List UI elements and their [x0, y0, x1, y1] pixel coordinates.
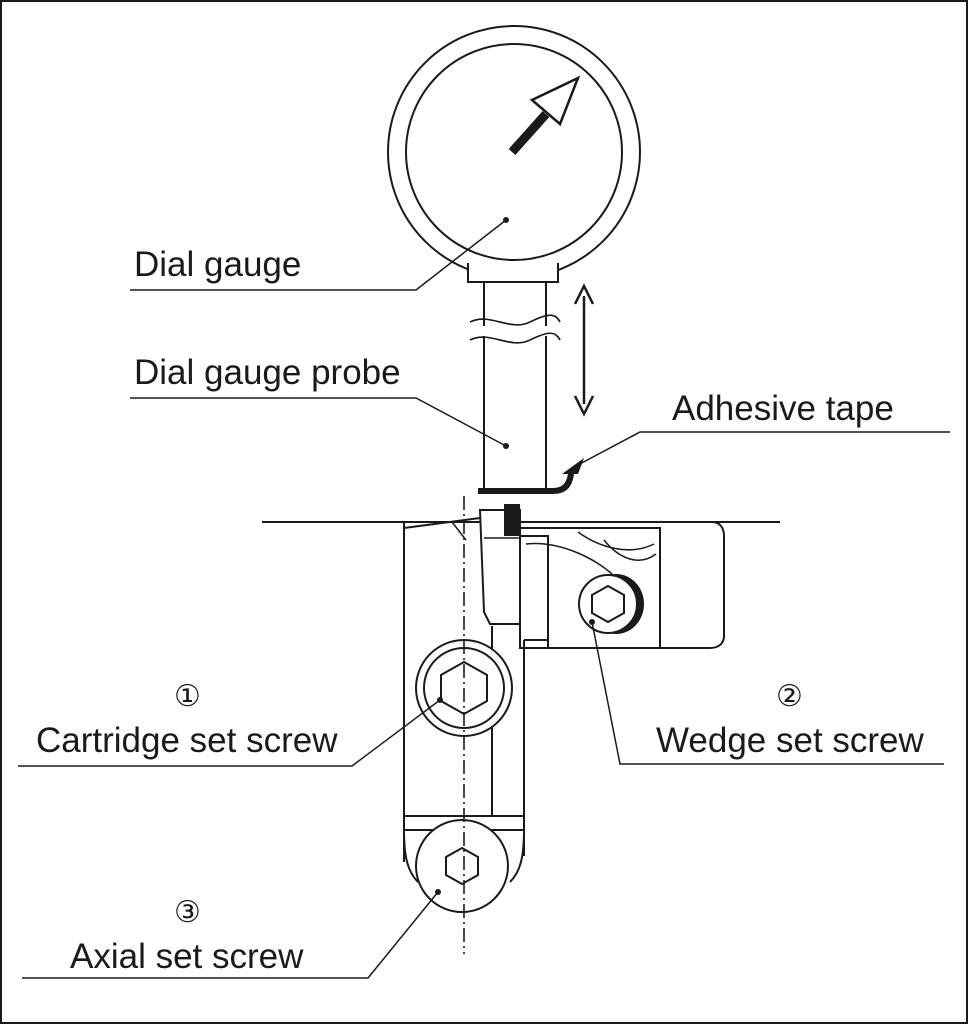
leader-lines	[18, 217, 950, 979]
dial-needle-icon	[508, 75, 581, 156]
adhesive-tape	[478, 458, 584, 494]
dial-gauge	[387, 25, 641, 283]
cutting-tip	[504, 504, 520, 536]
dial-gauge-neck	[467, 263, 559, 283]
wedge-set-screw-label: Wedge set screw	[656, 721, 925, 760]
tool-body	[262, 517, 780, 883]
tape-arrow-head	[562, 458, 584, 474]
axial-number: ③	[174, 895, 201, 930]
wedge-set-screw	[578, 574, 644, 634]
dial-gauge-label: Dial gauge	[134, 245, 301, 284]
dial-gauge-probe	[469, 282, 561, 490]
axial-set-screw-label: Axial set screw	[70, 937, 304, 976]
wedge-number: ②	[776, 679, 803, 714]
dial-gauge-face	[405, 43, 623, 261]
hex-socket-icon	[591, 584, 625, 624]
wedge	[519, 521, 725, 649]
hex-socket-icon	[445, 846, 479, 886]
cartridge	[478, 504, 521, 625]
cartridge-number: ①	[174, 679, 201, 714]
adhesive-tape-label: Adhesive tape	[672, 389, 894, 428]
double-arrow-icon	[573, 283, 595, 417]
dial-gauge-probe-label: Dial gauge probe	[134, 353, 401, 392]
axial-set-screw	[415, 819, 509, 913]
cartridge-set-screw-label: Cartridge set screw	[36, 721, 338, 760]
